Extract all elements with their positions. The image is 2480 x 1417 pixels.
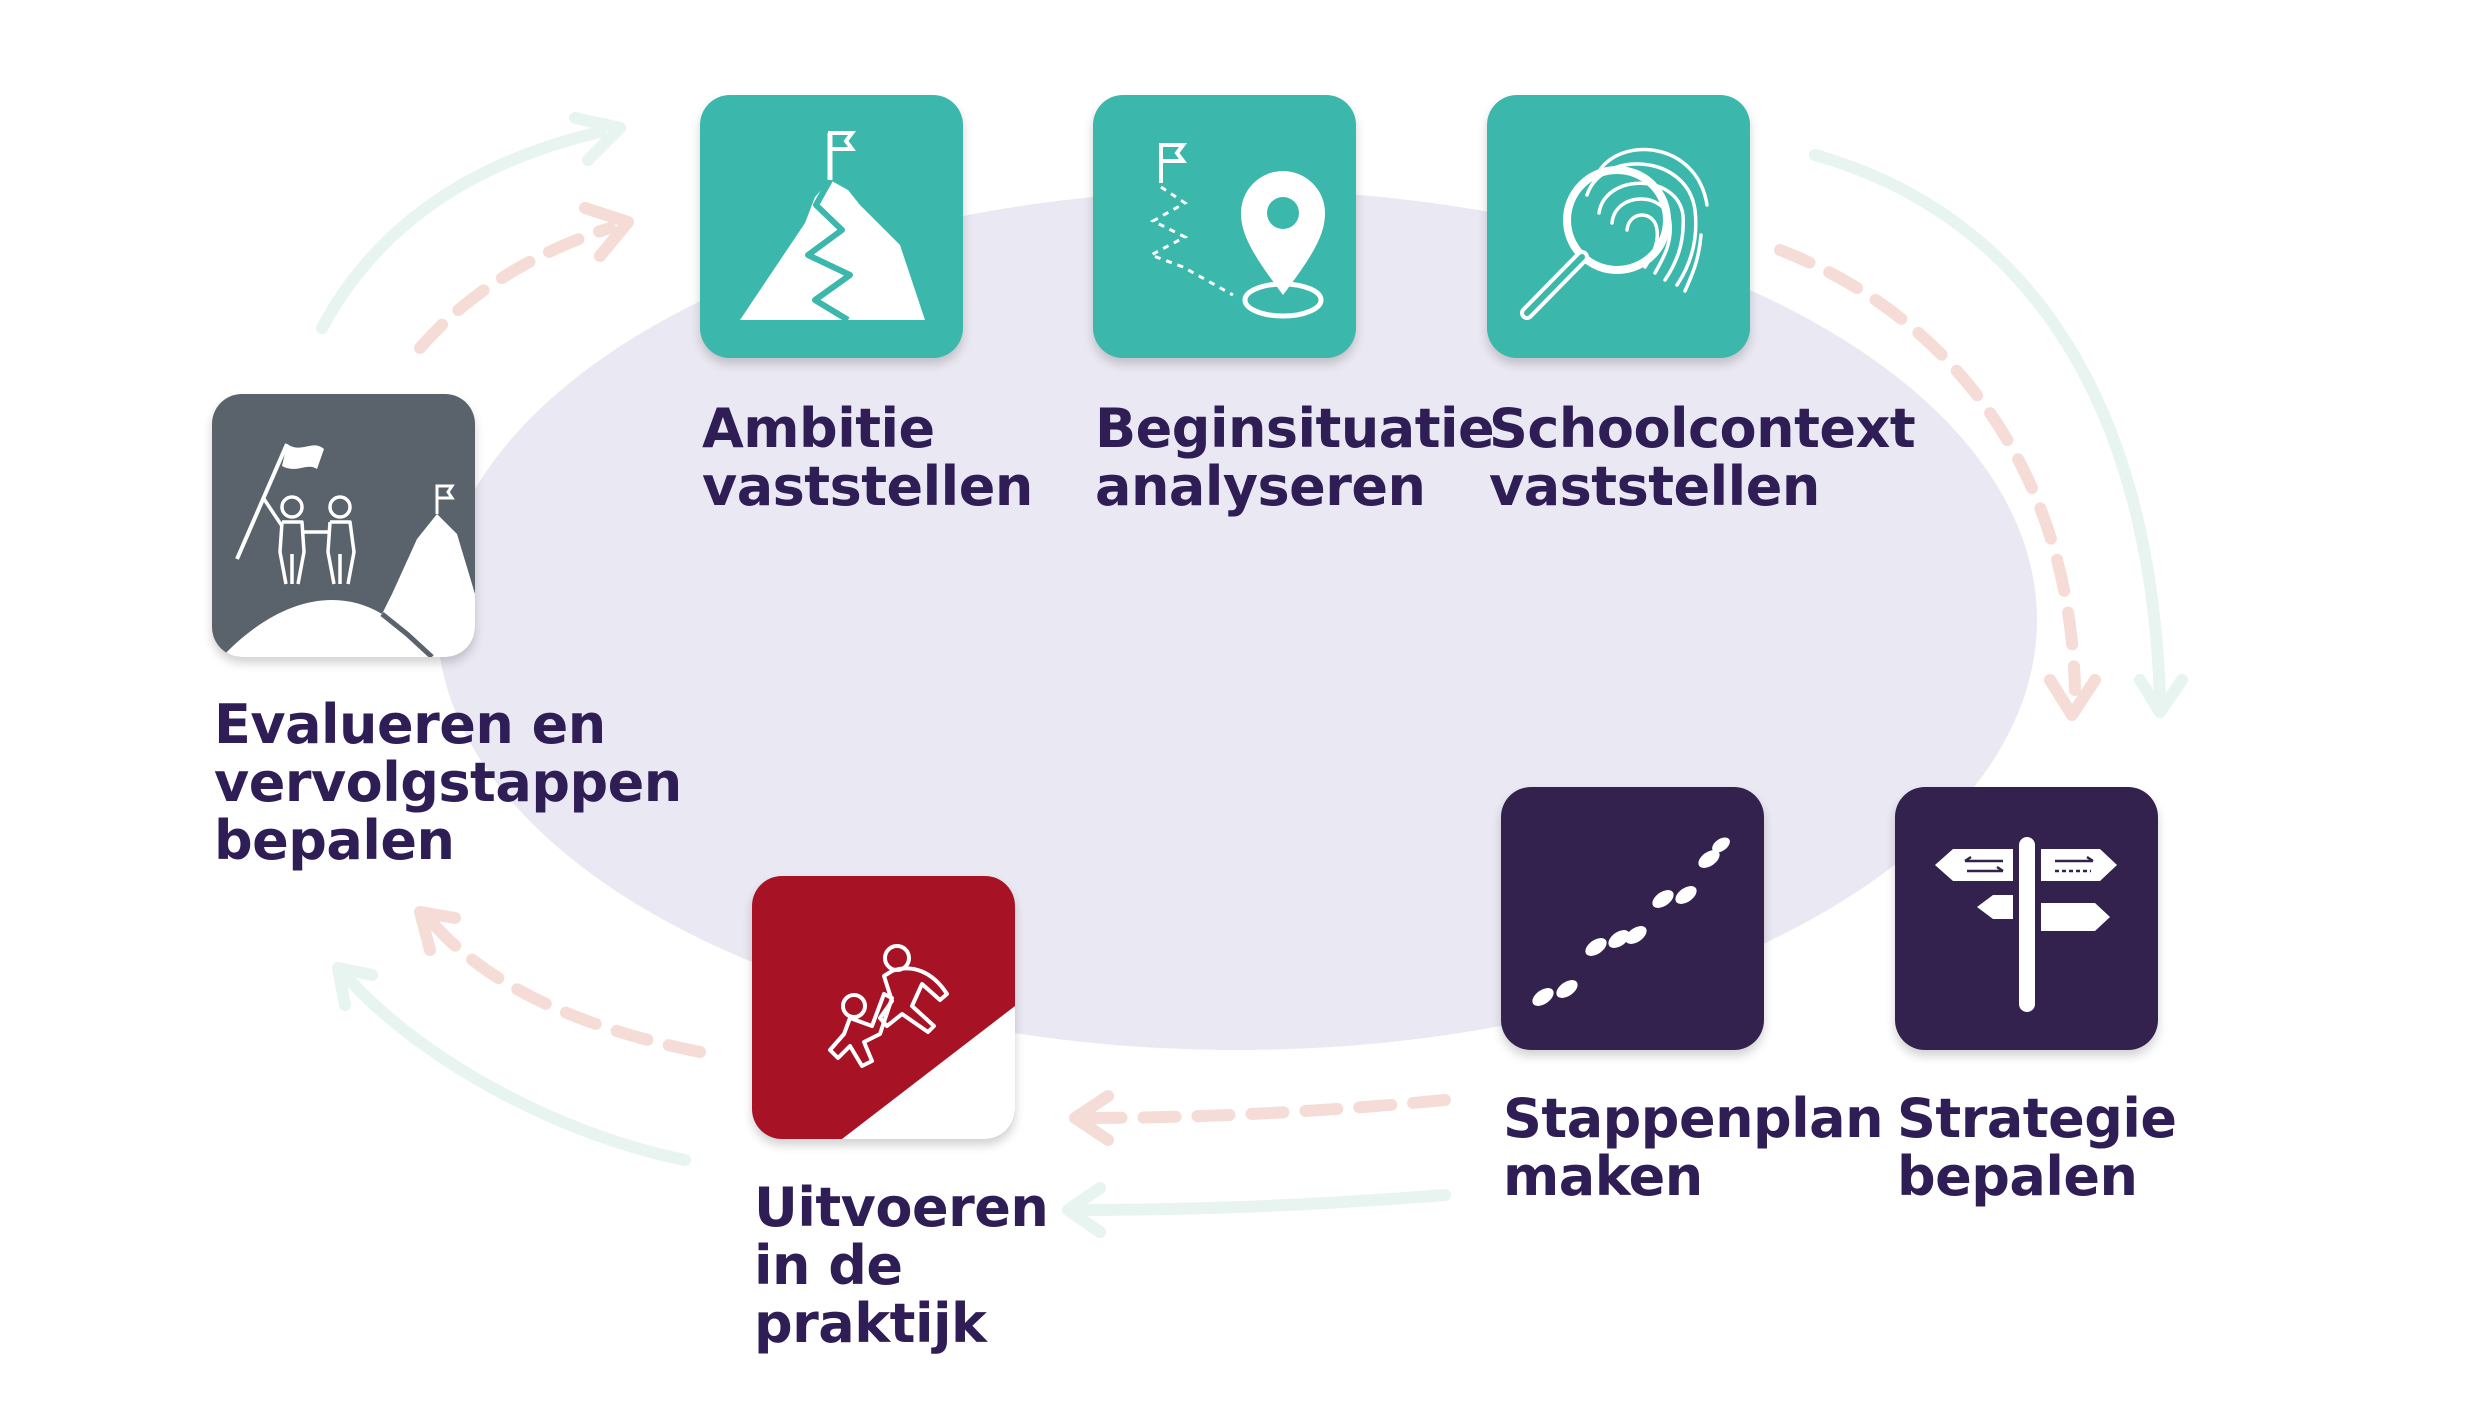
outer-arrow-right-head [2134, 674, 2188, 718]
step-uitvoeren-label: Uitvoeren in de praktijk [754, 1176, 1049, 1355]
outer-arrow-right [1809, 149, 2166, 706]
inner-arrow-right [1774, 244, 2081, 696]
outer-arrow-bottom-head [1062, 1182, 1106, 1238]
mountain-flag-icon [700, 95, 963, 358]
label-line: in de [754, 1234, 903, 1297]
outer-arrow-top-left-head [569, 112, 626, 166]
label-line: bepalen [214, 809, 455, 872]
step-beginsituatie-label: Beginsituatie analyseren [1095, 397, 1495, 518]
step-evalueren-label: Evalueren en vervolgstappen bepalen [214, 696, 682, 870]
footsteps-icon [1501, 787, 1764, 1050]
step-strategie-label: Strategie bepalen [1897, 1090, 2177, 1206]
inner-arrow-right-head [2044, 674, 2101, 721]
outer-arrow-bottom [1069, 1189, 1451, 1216]
inner-arrow-bottom-head [1069, 1090, 1114, 1146]
inner-arrow-bottom [1079, 1094, 1451, 1124]
map-pin-route-icon [1093, 95, 1356, 358]
outer-arrow-bottom-left [339, 969, 691, 1166]
summit-team-icon [212, 394, 475, 657]
outer-arrow-bottom-left-head [332, 962, 378, 1011]
label-line: bepalen [1897, 1145, 2138, 1208]
label-line: vaststellen [1489, 455, 1820, 518]
fingerprint-magnifier-icon [1487, 95, 1750, 358]
label-line: vervolgstappen [214, 751, 682, 814]
step-schoolcontext-label: Schoolcontext vaststellen [1489, 397, 1916, 518]
climbers-icon [752, 876, 1015, 1139]
outer-arrow-top-left [316, 126, 606, 334]
label-line: Ambitie [702, 397, 935, 460]
label-line: analyseren [1095, 455, 1426, 518]
label-line: Stappenplan [1503, 1087, 1884, 1150]
label-line: Evalueren en [214, 693, 606, 756]
inner-arrow-top-left-head [579, 202, 634, 262]
label-line: vaststellen [702, 455, 1033, 518]
step-ambitie-label: Ambitie vaststellen [702, 400, 1033, 516]
inner-arrow-bottom-left [424, 914, 706, 1058]
label-line: Strategie [1897, 1087, 2177, 1150]
label-line: maken [1503, 1145, 1703, 1208]
label-line: praktijk [754, 1292, 987, 1355]
label-line: Uitvoeren [754, 1176, 1049, 1239]
step-stappenplan-label: Stappenplan maken [1503, 1087, 1884, 1208]
label-line: Beginsituatie [1095, 397, 1495, 460]
label-line: Schoolcontext [1489, 397, 1916, 460]
signpost-icon [1895, 787, 2158, 1050]
inner-arrow-top-left [414, 222, 616, 354]
inner-arrow-bottom-left-head [414, 906, 461, 956]
